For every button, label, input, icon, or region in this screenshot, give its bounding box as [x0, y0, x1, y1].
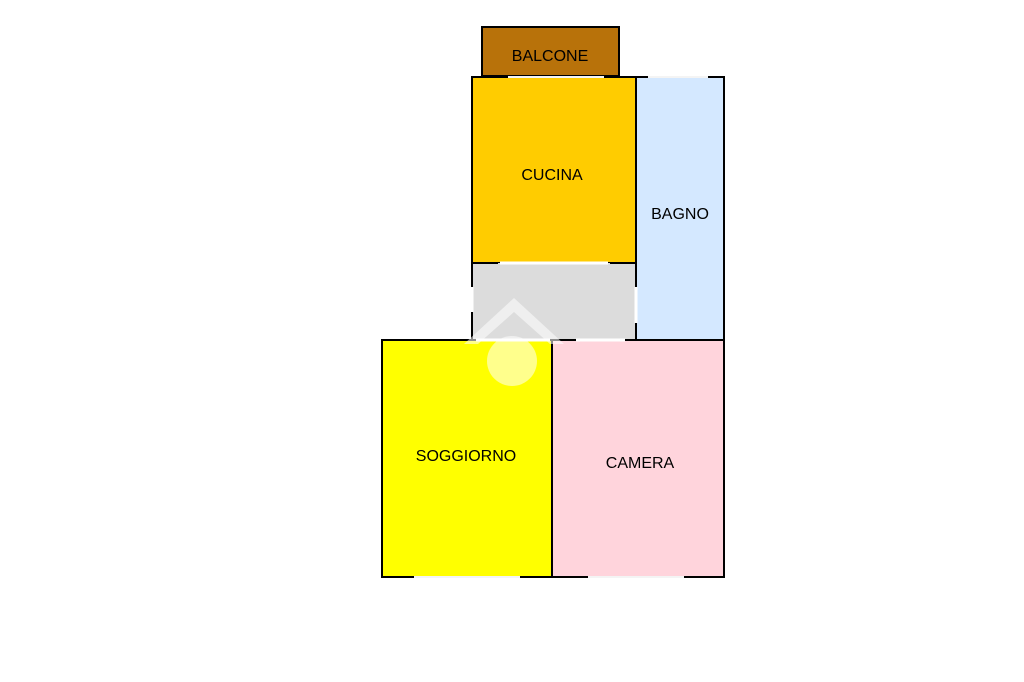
label-soggiorno: SOGGIORNO: [416, 448, 516, 465]
room-corridoio: [472, 263, 636, 340]
room-camera: [551, 339, 725, 578]
label-camera: CAMERA: [606, 455, 675, 472]
room-balcone: [481, 26, 620, 77]
label-bagno: BAGNO: [651, 206, 709, 223]
room-cucina: [471, 76, 637, 264]
label-balcone: BALCONE: [512, 48, 588, 65]
label-cucina: CUCINA: [521, 167, 583, 184]
window-openings: [414, 76, 708, 578]
house-logo-icon: [464, 298, 564, 386]
